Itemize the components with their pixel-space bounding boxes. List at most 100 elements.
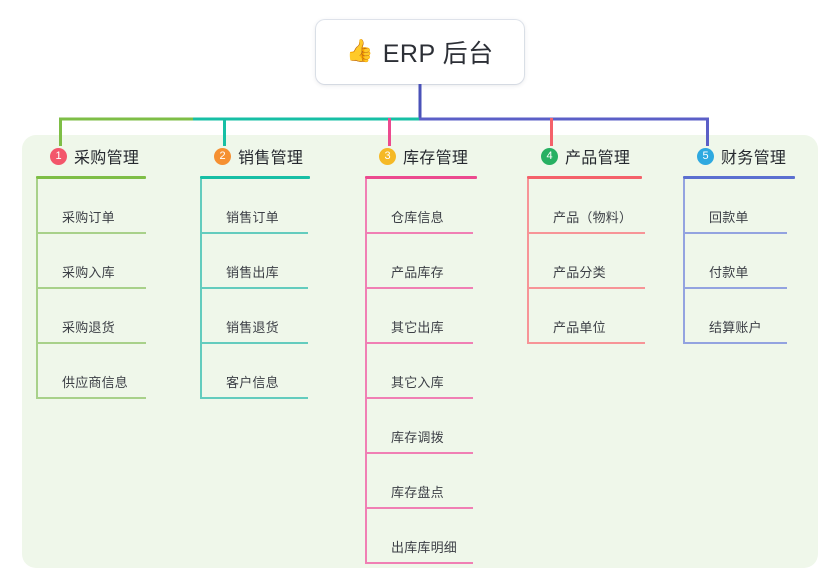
leaf-node[interactable]: 采购退货 [36,289,186,344]
leaf-node[interactable]: 库存调拨 [365,399,525,454]
branch-number-badge-4: 4 [541,147,558,165]
leaf-node[interactable]: 仓库信息 [365,179,525,234]
leaf-spine-line [527,234,529,289]
leaf-rule [365,287,473,289]
branch-number-badge-2: 2 [214,147,231,165]
root-node-content: 👍 ERP 后台 [346,34,493,70]
leaf-node[interactable]: 付款单 [683,234,823,289]
branch-column-4: 4 产品管理 产品（物料） 产品分类产品单位 [527,143,697,344]
branch-rule-1 [36,176,146,179]
leaf-rule [365,232,473,234]
leaf-node[interactable]: 销售出库 [200,234,350,289]
leaf-node[interactable]: 供应商信息 [36,344,186,399]
leaf-spine-line [365,344,367,399]
leaf-node[interactable]: 其它入库 [365,344,525,399]
leaf-rule [527,287,645,289]
leaf-label: 产品分类 [553,265,606,280]
leaf-node[interactable]: 客户信息 [200,344,350,399]
leaf-rule [36,342,146,344]
thumbs-up-emoji: 👍 [346,38,374,63]
leaf-label: 出库库明细 [391,540,458,555]
leaf-label: 库存盘点 [391,485,444,500]
leaf-rule [683,287,787,289]
branch-rule-3 [365,176,477,179]
leaf-node[interactable]: 其它出库 [365,289,525,344]
leaf-label: 供应商信息 [62,375,129,390]
leaf-label: 回款单 [709,210,749,225]
branch-header-4[interactable]: 4 产品管理 [527,143,697,169]
leaf-spine-line [36,289,38,344]
leaf-spine-line [365,289,367,344]
leaf-spine-line [683,289,685,344]
leaf-node[interactable]: 销售订单 [200,179,350,234]
leaf-node[interactable]: 采购订单 [36,179,186,234]
leaf-spine-line [683,179,685,234]
leaf-spine-line [527,289,529,344]
leaf-rule [36,397,146,399]
leaf-rule [683,232,787,234]
branch-header-2[interactable]: 2 销售管理 [200,143,350,169]
leaf-spine-line [365,454,367,509]
leaf-rule [365,507,473,509]
branch-title-1: 采购管理 [74,150,140,167]
branches-panel [22,135,818,568]
leaf-rule [365,342,473,344]
leaf-label: 客户信息 [226,375,279,390]
leaf-spine-line [365,179,367,234]
leaf-node[interactable]: 产品库存 [365,234,525,289]
branch-column-2: 2 销售管理 销售订单销售出库销售退货客户信息 [200,143,350,399]
leaf-rule [527,232,645,234]
branch-header-3[interactable]: 3 库存管理 [365,143,525,169]
leaf-node[interactable]: 结算账户 [683,289,823,344]
leaf-spine-line [365,399,367,454]
branch-rule-2 [200,176,310,179]
leaf-rule [527,342,645,344]
leaf-rule [200,287,308,289]
branch-leaf-list-4: 产品（物料） 产品分类产品单位 [527,179,697,344]
leaf-node[interactable]: 产品单位 [527,289,697,344]
leaf-label: 结算账户 [709,320,762,335]
branch-leaf-list-3: 仓库信息产品库存其它出库其它入库库存调拨库存盘点出库库明细 [365,179,525,564]
branch-header-1[interactable]: 1 采购管理 [36,143,186,169]
leaf-label: 其它出库 [391,320,444,335]
branch-title-4: 产品管理 [565,150,631,167]
branch-header-5[interactable]: 5 财务管理 [683,143,823,169]
leaf-label: 销售订单 [226,210,279,225]
leaf-rule [365,397,473,399]
leaf-rule [683,342,787,344]
branch-column-1: 1 采购管理 采购订单采购入库采购退货供应商信息 [36,143,186,399]
branch-column-3: 3 库存管理 仓库信息产品库存其它出库其它入库库存调拨库存盘点出库库明细 [365,143,525,564]
branch-title-5: 财务管理 [721,150,787,167]
leaf-node[interactable]: 库存盘点 [365,454,525,509]
leaf-node[interactable]: 回款单 [683,179,823,234]
leaf-spine-line [36,344,38,399]
branch-leaf-list-2: 销售订单销售出库销售退货客户信息 [200,179,350,399]
leaf-spine-line [200,234,202,289]
branch-number-badge-1: 1 [50,147,67,165]
leaf-node[interactable]: 产品（物料） [527,179,697,234]
leaf-node[interactable]: 产品分类 [527,234,697,289]
leaf-node[interactable]: 销售退货 [200,289,350,344]
leaf-spine-line [365,509,367,564]
leaf-label: 其它入库 [391,375,444,390]
leaf-label: 产品单位 [553,320,606,335]
leaf-spine-line [200,179,202,234]
leaf-label: 产品（物料） [553,210,633,225]
leaf-label: 付款单 [709,265,749,280]
leaf-rule [200,232,308,234]
leaf-node[interactable]: 采购入库 [36,234,186,289]
leaf-spine-line [527,179,529,234]
root-node[interactable]: 👍 ERP 后台 [316,20,524,84]
leaf-spine-line [365,234,367,289]
leaf-label: 采购退货 [62,320,115,335]
leaf-label: 采购入库 [62,265,115,280]
leaf-spine-line [36,234,38,289]
leaf-rule [36,232,146,234]
leaf-node[interactable]: 出库库明细 [365,509,525,564]
leaf-spine-line [200,289,202,344]
root-title: ERP 后台 [382,40,494,68]
leaf-rule [365,452,473,454]
leaf-rule [365,562,473,564]
branch-title-2: 销售管理 [238,150,304,167]
